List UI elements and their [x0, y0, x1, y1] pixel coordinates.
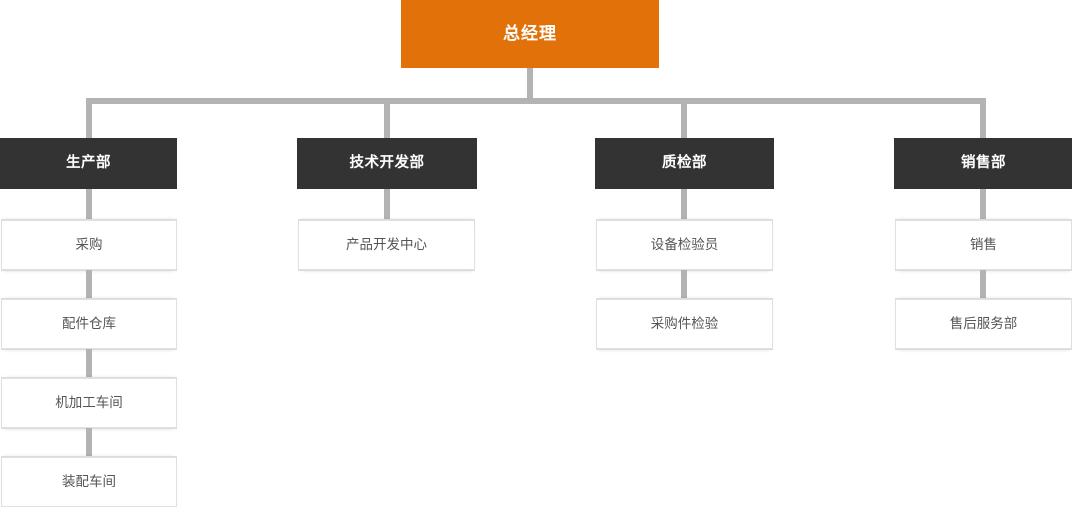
- org-node-col1-child-4[interactable]: 装配车间: [1, 457, 177, 507]
- org-node-department-2-label: 技术开发部: [349, 154, 425, 171]
- org-node-col2-child-1-label: 产品开发中心: [346, 236, 427, 252]
- connector-root-drop: [527, 68, 533, 104]
- connector-col4-child1-to-child2: [980, 270, 986, 299]
- org-node-col1-child-4-label: 装配车间: [62, 473, 116, 489]
- org-node-root-label: 总经理: [503, 23, 557, 43]
- org-node-department-3-label: 质检部: [662, 154, 707, 171]
- org-node-col3-child-1-label: 设备检验员: [650, 236, 719, 252]
- connector-col2-dept-to-child1: [384, 189, 390, 220]
- org-node-department-4-label: 销售部: [961, 154, 1006, 171]
- org-node-col2-child-1[interactable]: 产品开发中心: [298, 220, 475, 270]
- connector-col1-dept-to-child1: [86, 189, 92, 220]
- connector-col3-child1-to-child2: [681, 270, 687, 299]
- org-node-col1-child-3[interactable]: 机加工车间: [1, 378, 177, 428]
- org-node-col1-child-2[interactable]: 配件仓库: [1, 299, 177, 349]
- org-node-col4-child-1-label: 销售: [970, 236, 997, 252]
- org-node-col1-child-2-label: 配件仓库: [62, 315, 116, 331]
- connector-col3-dept-to-child1: [681, 189, 687, 220]
- org-node-col4-child-2[interactable]: 售后服务部: [895, 299, 1072, 349]
- org-node-col1-child-1[interactable]: 采购: [1, 220, 177, 270]
- connector-horizontal-bus: [86, 98, 986, 104]
- org-node-col4-child-1[interactable]: 销售: [895, 220, 1072, 270]
- org-node-col1-child-3-label: 机加工车间: [55, 394, 123, 410]
- connector-col1-child1-to-child2: [86, 270, 92, 299]
- org-node-department-4[interactable]: 销售部: [894, 138, 1072, 189]
- org-node-department-2[interactable]: 技术开发部: [297, 138, 477, 189]
- org-node-col3-child-2[interactable]: 采购件检验: [596, 299, 773, 349]
- connector-bus-to-dept-1: [86, 98, 92, 138]
- org-node-col1-child-1-label: 采购: [75, 236, 103, 252]
- org-node-col3-child-2-label: 采购件检验: [650, 315, 719, 331]
- org-node-root[interactable]: 总经理: [401, 0, 659, 68]
- org-node-col3-child-1[interactable]: 设备检验员: [596, 220, 773, 270]
- org-node-department-1-label: 生产部: [66, 154, 111, 171]
- org-node-department-3[interactable]: 质检部: [595, 138, 774, 189]
- connector-bus-to-dept-4: [980, 98, 986, 138]
- connector-col1-child3-to-child4: [86, 428, 92, 457]
- connector-col1-child2-to-child3: [86, 349, 92, 378]
- connector-col4-dept-to-child1: [980, 189, 986, 220]
- connector-bus-to-dept-2: [384, 98, 390, 138]
- org-node-col4-child-2-label: 售后服务部: [949, 315, 1018, 331]
- connector-bus-to-dept-3: [681, 98, 687, 138]
- org-node-department-1[interactable]: 生产部: [0, 138, 177, 189]
